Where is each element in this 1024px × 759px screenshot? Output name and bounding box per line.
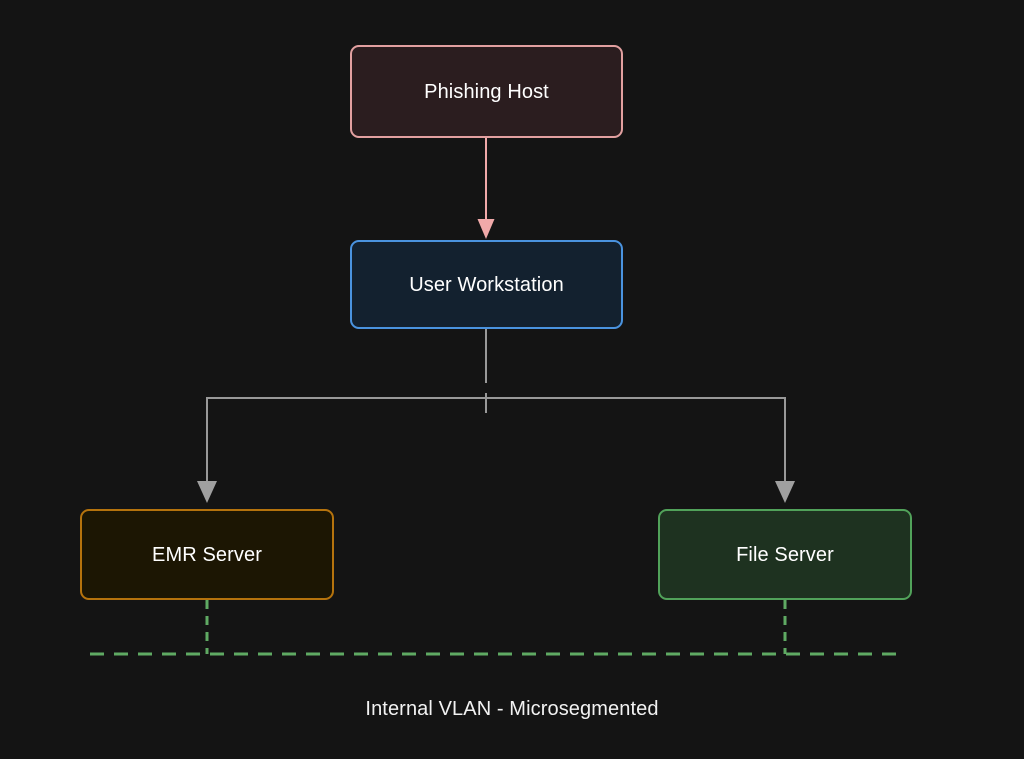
edge-workstation-to-file [775,398,795,503]
arrowhead-workstation-to-emr [197,481,217,503]
node-file-server[interactable]: File Server [658,509,912,600]
vlan-boundary-label: Internal VLAN - Microsegmented [365,698,659,720]
edge-phishing-to-workstation [477,138,495,239]
node-user-workstation[interactable]: User Workstation [350,240,623,329]
node-emr-server[interactable]: EMR Server [80,509,334,600]
node-phishing-host-label: Phishing Host [424,80,549,103]
edge-workstation-to-emr [197,398,217,503]
arrowhead-phishing-to-workstation [477,219,495,239]
node-file-server-label: File Server [736,543,834,566]
node-phishing-host[interactable]: Phishing Host [350,45,623,138]
arrowhead-workstation-to-file [775,481,795,503]
node-emr-server-label: EMR Server [152,543,262,566]
node-user-workstation-label: User Workstation [409,273,564,296]
